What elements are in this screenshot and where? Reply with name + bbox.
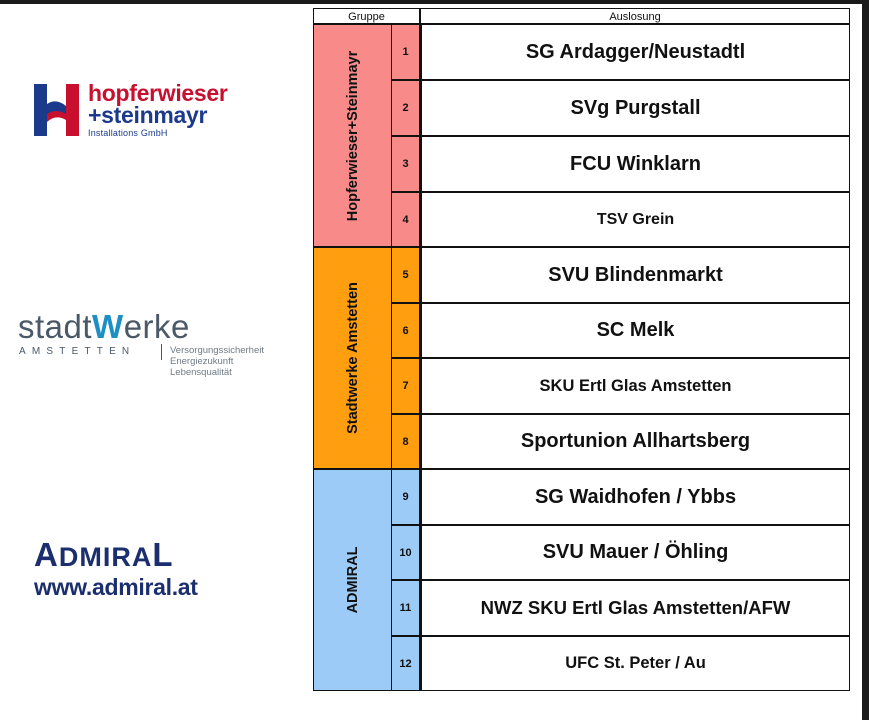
group-label: Hopferwieser+Steinmayr — [344, 50, 361, 221]
sw-separator — [161, 344, 162, 360]
draw-number: 2 — [391, 80, 420, 136]
stadtwerke-logo: stadtWerke AMSTETTEN Versorgungssicherhe… — [18, 310, 288, 385]
draw-number: 10 — [391, 525, 420, 580]
team-cell: SKU Ertl Glas Amstetten — [420, 358, 850, 414]
hopferwieser-steinmayr-logo: hopferwieser +steinmayr Installations Gm… — [34, 82, 264, 142]
draw-number: 8 — [391, 414, 420, 469]
top-border — [0, 0, 869, 4]
team-cell: SVU Blindenmarkt — [420, 247, 850, 303]
draw-number: 4 — [391, 192, 420, 247]
group-block-stadtwerke: Stadtwerke Amstetten — [313, 247, 392, 469]
hs-line3: Installations GmbH — [88, 128, 168, 138]
admiral-wordmark: ADMIRAL — [34, 536, 174, 573]
header-auslosung: Auslosung — [420, 8, 850, 24]
draw-number: 6 — [391, 303, 420, 358]
draw-number: 7 — [391, 358, 420, 414]
team-cell: SG Waidhofen / Ybbs — [420, 469, 850, 525]
draw-number: 3 — [391, 136, 420, 192]
group-block-admiral: ADMIRAL — [313, 469, 392, 691]
team-cell: SC Melk — [420, 303, 850, 358]
team-cell: SG Ardagger/Neustadtl — [420, 24, 850, 80]
team-cell: Sportunion Allhartsberg — [420, 414, 850, 469]
team-cell: NWZ SKU Ertl Glas Amstetten/AFW — [420, 580, 850, 636]
sw-tagline: Versorgungssicherheit Energiezukunft Leb… — [170, 345, 264, 378]
admiral-logo: ADMIRAL www.admiral.at — [34, 538, 264, 604]
team-cell: UFC St. Peter / Au — [420, 636, 850, 691]
draw-table: Gruppe Auslosung Hopferwieser+Steinmayr … — [313, 8, 850, 691]
group-block-hopferwieser: Hopferwieser+Steinmayr — [313, 24, 392, 247]
hs-emblem-icon — [34, 84, 79, 136]
hs-line2: +steinmayr — [88, 102, 208, 128]
team-cell: FCU Winklarn — [420, 136, 850, 192]
sw-city: AMSTETTEN — [19, 346, 136, 357]
sw-wordmark: stadtWerke — [18, 308, 190, 345]
hs-line1: hopferwieser — [88, 80, 228, 106]
group-label: ADMIRAL — [344, 546, 361, 614]
draw-number: 12 — [391, 636, 420, 691]
right-border — [862, 0, 869, 720]
group-label: Stadtwerke Amstetten — [344, 282, 361, 434]
team-cell: TSV Grein — [420, 192, 850, 247]
draw-number: 9 — [391, 469, 420, 525]
draw-number: 5 — [391, 247, 420, 303]
team-cell: SVg Purgstall — [420, 80, 850, 136]
draw-number: 11 — [391, 580, 420, 636]
admiral-url: www.admiral.at — [34, 574, 198, 600]
header-gruppe: Gruppe — [313, 8, 420, 24]
team-cell: SVU Mauer / Öhling — [420, 525, 850, 580]
draw-number: 1 — [391, 24, 420, 80]
